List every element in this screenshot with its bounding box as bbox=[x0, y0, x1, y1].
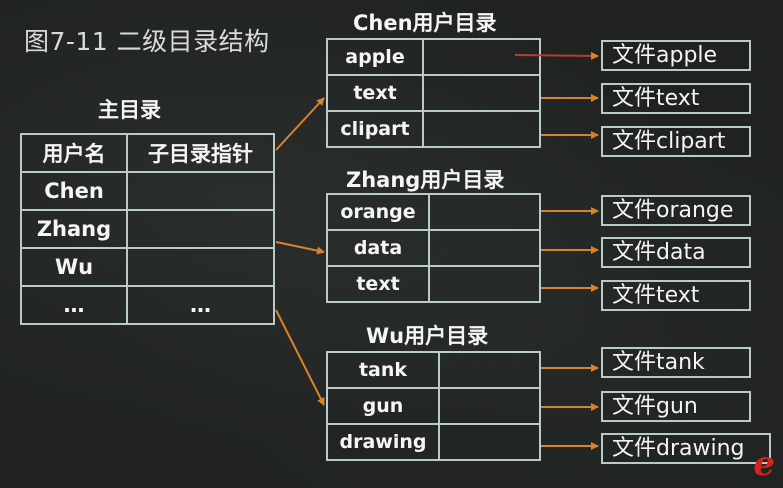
pointer-cell: … bbox=[126, 285, 275, 325]
entry-name-cell: text bbox=[326, 265, 430, 303]
main-directory-row: Wu bbox=[20, 247, 275, 287]
main-directory-table: 用户名 子目录指针 Chen Zhang Wu … … bbox=[20, 133, 275, 325]
entry-pointer-cell bbox=[422, 74, 541, 112]
file-box: 文件clipart bbox=[601, 126, 751, 157]
entry-pointer-cell bbox=[438, 387, 541, 425]
entry-pointer-cell bbox=[438, 351, 541, 389]
file-box: 文件text bbox=[601, 280, 751, 311]
directory-entry-row: gun bbox=[326, 387, 541, 425]
pointer-cell bbox=[126, 209, 275, 249]
entry-name-cell: tank bbox=[326, 351, 440, 389]
broadcaster-logo: e bbox=[753, 444, 775, 484]
entry-name-cell: gun bbox=[326, 387, 440, 425]
username-cell: Chen bbox=[20, 171, 128, 211]
file-box: 文件tank bbox=[601, 347, 751, 378]
main-directory-heading: 主目录 bbox=[98, 98, 161, 122]
chen-directory-table: apple text clipart bbox=[326, 38, 541, 148]
directory-entry-row: apple bbox=[326, 38, 541, 76]
wu-directory-table: tank gun drawing bbox=[326, 351, 541, 461]
username-header: 用户名 bbox=[20, 133, 128, 173]
zhang-pointer-arrow bbox=[275, 241, 325, 255]
file-box: 文件drawing bbox=[601, 433, 771, 464]
pointer-cell bbox=[126, 171, 275, 211]
main-directory-row: … … bbox=[20, 285, 275, 325]
username-cell: … bbox=[20, 285, 128, 325]
entry-name-cell: apple bbox=[326, 38, 424, 76]
username-cell: Wu bbox=[20, 247, 128, 287]
directory-entry-row: text bbox=[326, 74, 541, 112]
wu-pointer-arrow bbox=[275, 309, 325, 406]
file-box: 文件text bbox=[601, 83, 751, 114]
entry-pointer-cell bbox=[428, 193, 541, 231]
entry-pointer-cell bbox=[428, 229, 541, 267]
pointer-cell bbox=[126, 247, 275, 287]
file-box: 文件gun bbox=[601, 391, 751, 422]
entry-name-cell: data bbox=[326, 229, 430, 267]
entry-name-cell: drawing bbox=[326, 423, 440, 461]
directory-entry-row: clipart bbox=[326, 110, 541, 148]
zhang-directory-table: orange data text bbox=[326, 193, 541, 303]
file-box: 文件orange bbox=[601, 195, 751, 226]
directory-entry-row: tank bbox=[326, 351, 541, 389]
entry-pointer-cell bbox=[438, 423, 541, 461]
entry-name-cell: text bbox=[326, 74, 424, 112]
entry-name-cell: clipart bbox=[326, 110, 424, 148]
main-directory-header-row: 用户名 子目录指针 bbox=[20, 133, 275, 173]
subdir-pointer-header: 子目录指针 bbox=[126, 133, 275, 173]
figure-title: 图7-11 二级目录结构 bbox=[24, 27, 270, 56]
directory-entry-row: data bbox=[326, 229, 541, 267]
main-directory-row: Chen bbox=[20, 171, 275, 211]
file-box: 文件apple bbox=[601, 40, 751, 71]
file-box: 文件data bbox=[601, 237, 751, 268]
main-directory-row: Zhang bbox=[20, 209, 275, 249]
entry-name-cell: orange bbox=[326, 193, 430, 231]
directory-entry-row: drawing bbox=[326, 423, 541, 461]
entry-pointer-cell bbox=[428, 265, 541, 303]
entry-pointer-cell bbox=[422, 38, 541, 76]
username-cell: Zhang bbox=[20, 209, 128, 249]
directory-entry-row: orange bbox=[326, 193, 541, 231]
file-pointer-arrow bbox=[514, 51, 599, 60]
directory-entry-row: text bbox=[326, 265, 541, 303]
zhang-directory-heading: Zhang用户目录 bbox=[346, 168, 505, 192]
entry-pointer-cell bbox=[422, 110, 541, 148]
chen-directory-heading: Chen用户目录 bbox=[353, 11, 497, 35]
chen-pointer-arrow bbox=[275, 97, 325, 151]
wu-directory-heading: Wu用户目录 bbox=[366, 324, 489, 348]
